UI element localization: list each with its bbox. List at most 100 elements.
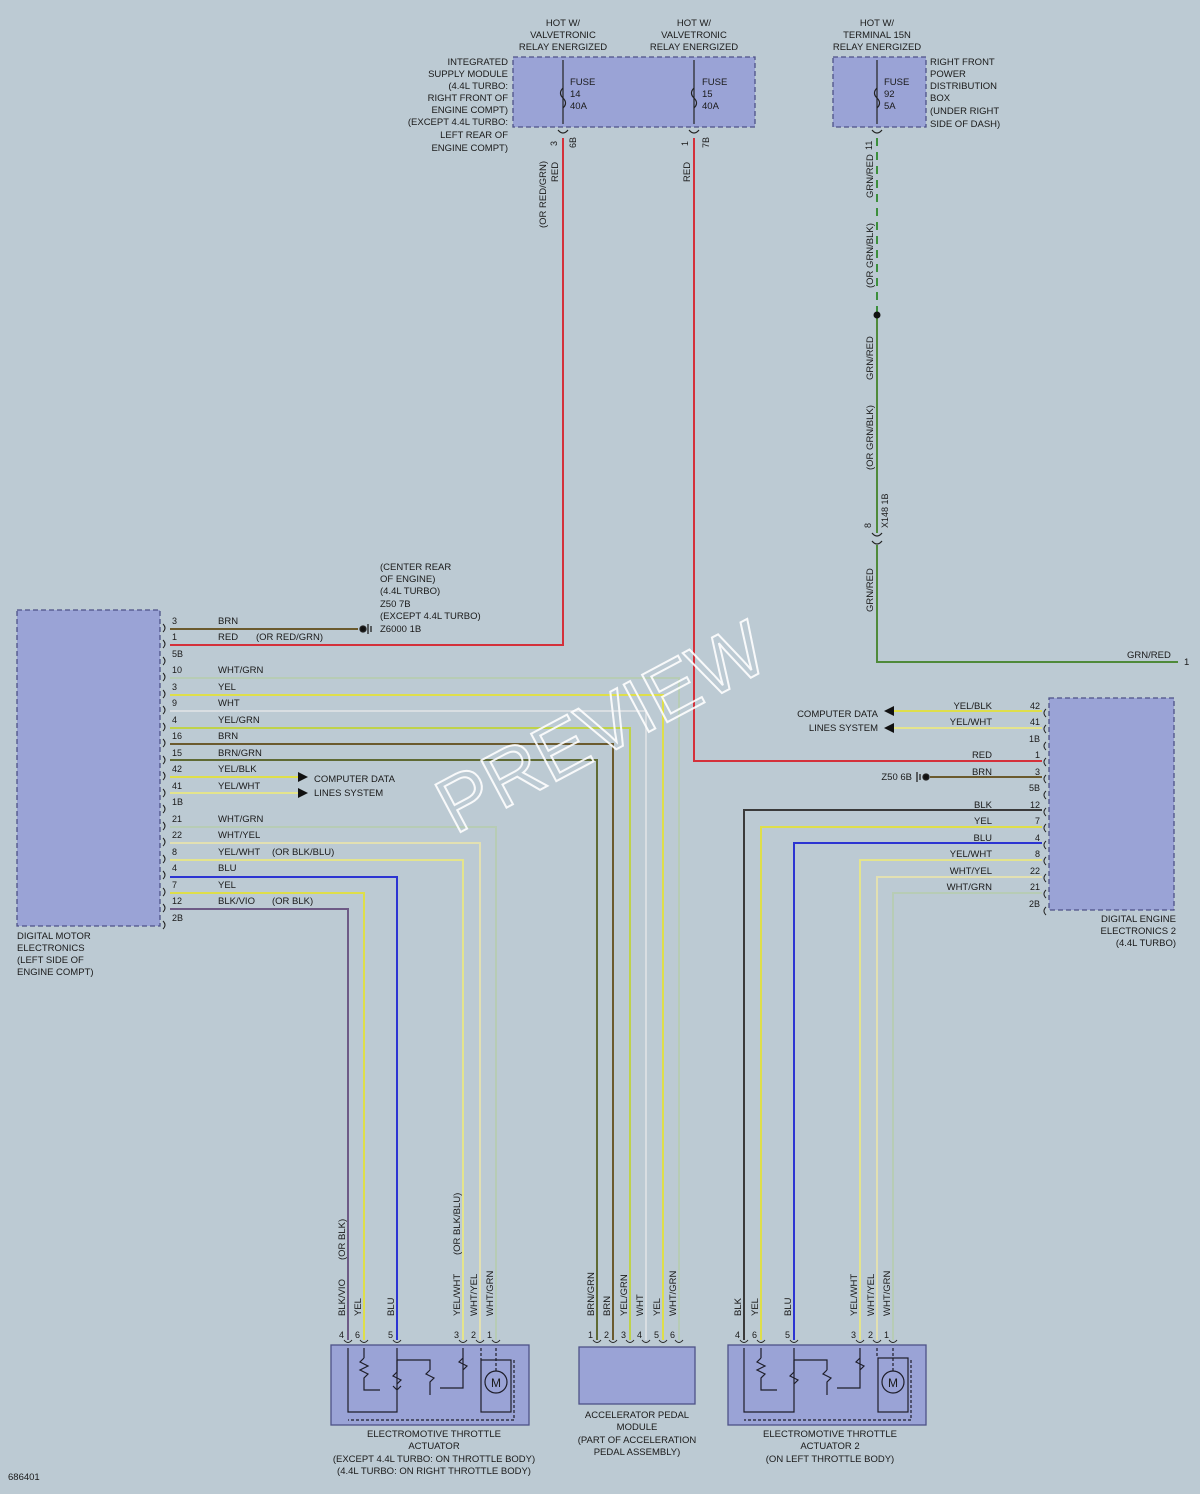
fuse-92: FUSE 92 5A 11: [864, 60, 909, 150]
wire-dme10-whtgrn: [170, 677, 680, 1340]
fuse15-pin-num: 1: [680, 141, 690, 146]
pin-connector-icon: [608, 1339, 618, 1343]
dme-wire-alt-color: (OR RED/GRN): [256, 632, 323, 643]
fuse14-conn: 6B: [568, 137, 578, 148]
eta1-pin-number: 1: [487, 1330, 492, 1340]
pin-connector-icon: [592, 1339, 602, 1343]
terminal-header: HOT W/ TERMINAL 15N RELAY ENERGIZED: [833, 18, 921, 53]
potentiometer-icon: [788, 1348, 866, 1389]
dee2-ground: [916, 772, 930, 782]
dme-wire-alt-color: (OR BLK): [272, 896, 313, 907]
dme-label-line: ELECTRONICS: [17, 943, 85, 954]
dee2-pin-number: 2B: [1029, 899, 1040, 909]
potentiometer-icon: [347, 1348, 436, 1413]
eta1-label-line: (EXCEPT 4.4L TURBO: ON THROTTLE BODY): [333, 1454, 535, 1465]
motor-symbol: M: [888, 1376, 898, 1390]
dee2-pin-number: 1: [1035, 750, 1040, 760]
dme-pin-number: 8: [172, 847, 177, 857]
fuse92-connector-icon: [871, 129, 883, 134]
power-distribution-box: [832, 56, 927, 128]
throttle-actuator-2-internals: [743, 1348, 912, 1421]
eta1-pin-number: 5: [388, 1330, 393, 1340]
dee2-pin-rows: 42YEL/BLK41YEL/WHT1B1RED3BRN5B12BLK7YEL4…: [947, 701, 1047, 916]
motor-lead: [348, 1348, 515, 1421]
eta2-label-line: (ON LEFT THROTTLE BODY): [766, 1454, 894, 1465]
motor-lead: [744, 1348, 912, 1421]
dee2-pin-number: 41: [1030, 717, 1040, 727]
arrow-right-icon: [298, 772, 308, 782]
dme-pin-number: 42: [172, 764, 182, 774]
eta2-wire-color: YEL: [750, 1298, 761, 1316]
dee2-cdl-line1: COMPUTER DATA: [797, 709, 879, 720]
apm-wire-color: WHT: [635, 1294, 646, 1316]
motor-symbol: M: [491, 1376, 501, 1390]
eta1-label-line: (4.4L TURBO: ON RIGHT THROTTLE BODY): [337, 1466, 531, 1477]
eta2-wire-color: WHT/GRN: [882, 1270, 893, 1316]
fuse-14: FUSE 14 40A: [559, 60, 595, 124]
dme-pin-number: 41: [172, 781, 182, 791]
eta2-label-line: ELECTROMOTIVE THROTTLE: [763, 1429, 897, 1440]
dme-pin-number: 12: [172, 896, 182, 906]
pin-connector-icon: [162, 854, 166, 864]
dme-label-line: (LEFT SIDE OF: [17, 955, 84, 966]
wire-dme4-blu: [170, 876, 398, 1340]
pin-connector-icon: [1043, 889, 1047, 899]
eta1-label-line: ACTUATOR: [408, 1441, 460, 1452]
pdb-label-line: RIGHT FRONT: [930, 57, 995, 68]
fuse-92-line3: 5A: [884, 101, 896, 112]
arrow-left-icon: [884, 723, 894, 733]
dme-wire-color: RED: [218, 632, 238, 643]
pin-connector-icon: [162, 623, 166, 633]
relay-right-line1: HOT W/: [677, 18, 711, 29]
fuse-15-line1: FUSE: [702, 77, 727, 88]
pin-connector-icon: [789, 1339, 799, 1343]
pin-connector-icon: [359, 1339, 369, 1343]
apm-pin-number: 2: [604, 1330, 609, 1340]
pdb-label-line: DISTRIBUTION: [930, 81, 997, 92]
dme-pin-number: 3: [172, 616, 177, 626]
apm-label-line: MODULE: [617, 1422, 658, 1433]
wire-f92-b-label: GRN/RED: [865, 336, 876, 380]
ground-icon: [359, 624, 372, 634]
eta1-pin-number: 2: [471, 1330, 476, 1340]
eta2-wire-color: BLK: [733, 1297, 744, 1316]
wire-dee8-yelwht: [859, 859, 1042, 1340]
ism-label-line: (4.4L TURBO:: [448, 81, 508, 92]
dme-pin-number: 4: [172, 715, 177, 725]
ism-label-line: RIGHT FRONT OF: [428, 93, 509, 104]
ism-label-line: SUPPLY MODULE: [428, 69, 508, 80]
apm-pin-number: 4: [637, 1330, 642, 1340]
wire-dme8-yelwht: [170, 859, 464, 1340]
throttle-actuator-internals: [347, 1348, 515, 1421]
ground-left-line: (4.4L TURBO): [380, 586, 440, 597]
relay-header-left: HOT W/ VALVETRONIC RELAY ENERGIZED: [519, 18, 607, 53]
eta1-label: ELECTROMOTIVE THROTTLE ACTUATOR (EXCEPT …: [333, 1429, 535, 1477]
eta1-pin-number: 3: [454, 1330, 459, 1340]
fuse-15-line3: 40A: [702, 101, 720, 112]
dme-wire-color: YEL/WHT: [218, 781, 260, 792]
dme-wire-color: YEL/BLK: [218, 764, 257, 775]
eta2-pin-number: 2: [868, 1330, 873, 1340]
fuse14-connector-icon: [557, 129, 569, 134]
pin-connector-icon: [1043, 741, 1047, 751]
pin-connector-icon: [1043, 807, 1047, 817]
wire-dme22-whtyel: [170, 842, 481, 1340]
apm-label-line: (PART OF ACCELERATION: [578, 1435, 697, 1446]
dee2-label-line: DIGITAL ENGINE: [1101, 914, 1176, 925]
x148-connector-icon: [871, 532, 883, 545]
apm-label-line: ACCELERATOR PEDAL: [585, 1410, 689, 1421]
dee2-pin-number: 4: [1035, 833, 1040, 843]
dme-pin-number: 15: [172, 748, 182, 758]
integrated-supply-module-box: [512, 56, 756, 128]
eta2-wire-color: BLU: [783, 1297, 794, 1316]
eta1-wire-color: YEL/WHT: [452, 1274, 463, 1316]
pin-connector-icon: [162, 870, 166, 880]
wire-dme3-yel: [170, 694, 664, 1340]
apm-pin-number: 6: [670, 1330, 675, 1340]
fuse-15: FUSE 15 40A: [690, 60, 727, 124]
dme-label-line: ENGINE COMPT): [17, 967, 94, 978]
apm-wire-color: YEL/GRN: [619, 1274, 630, 1316]
apm-wire-color: BRN: [602, 1296, 613, 1316]
ism-label-line: LEFT REAR OF: [440, 130, 508, 141]
